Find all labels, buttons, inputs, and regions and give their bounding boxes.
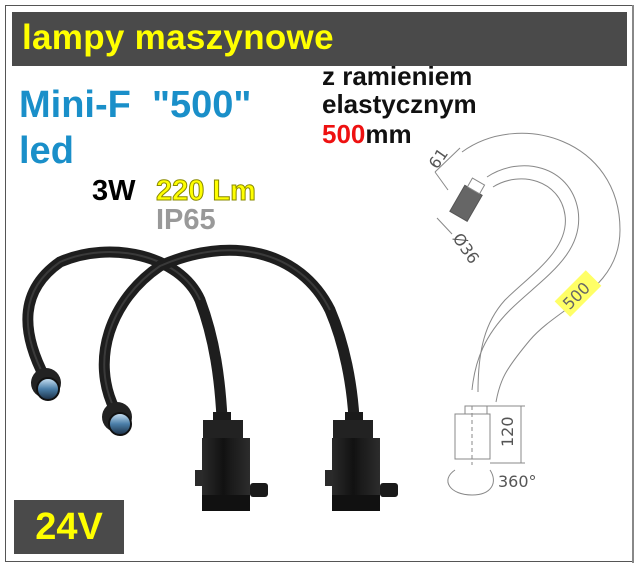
ip-rating: IP65 xyxy=(156,204,216,236)
dim-head-length: 61 xyxy=(425,145,452,173)
arm-text-line2: elastycznym xyxy=(322,89,477,119)
arm-length-value: 500 xyxy=(322,119,366,149)
voltage-badge xyxy=(14,500,124,554)
arm-length: 500mm xyxy=(322,120,412,148)
header-banner xyxy=(12,12,627,66)
technical-drawing: 61 Ø36 500 120 360° xyxy=(425,132,621,496)
frame-shadow xyxy=(632,5,634,563)
lumen-rating: 220 Lm xyxy=(156,175,257,208)
power-rating: 3W xyxy=(92,175,136,207)
page-title: lampy maszynowe xyxy=(22,18,334,57)
lamp-head-2 xyxy=(102,402,132,436)
voltage-label: 24V xyxy=(35,506,103,548)
product-type: led xyxy=(19,130,74,172)
lamp-photo xyxy=(22,244,398,511)
lamp-head-drawing xyxy=(449,177,486,222)
product-model: Mini-F "500" xyxy=(19,84,252,126)
dim-base-height: 120 xyxy=(498,416,517,447)
dim-rotation: 360° xyxy=(498,472,537,491)
dim-head-diameter: Ø36 xyxy=(449,229,483,267)
lamp-head-1 xyxy=(31,368,61,401)
arm-text-line1: z ramieniem xyxy=(322,61,473,91)
lamp-base-1 xyxy=(195,412,268,511)
lamp-base-2 xyxy=(325,412,398,511)
arm-length-unit: mm xyxy=(365,119,412,149)
